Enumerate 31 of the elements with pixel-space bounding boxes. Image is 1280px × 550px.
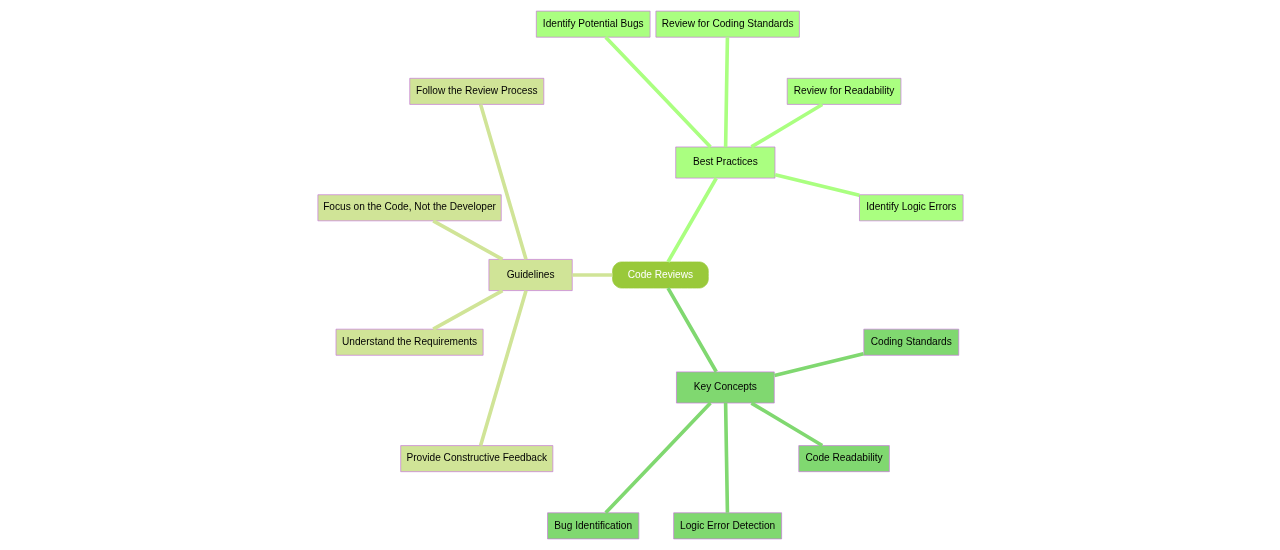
connector	[571, 273, 612, 277]
connector	[723, 403, 729, 513]
node-box: Coding Standards	[862, 328, 959, 356]
connector	[603, 36, 712, 149]
connector	[750, 401, 823, 448]
connector	[478, 103, 528, 260]
node-box: Best Practices	[674, 146, 775, 179]
connector	[431, 219, 503, 261]
node-box: Code Reviews	[611, 261, 709, 289]
node-box: Bug Identification	[546, 512, 639, 540]
connector	[749, 102, 823, 149]
node-box: Identify Potential Bugs	[535, 10, 650, 38]
connector	[478, 290, 528, 447]
connector	[773, 352, 864, 378]
node-box: Follow the Review Process	[408, 77, 544, 105]
node-box: Key Concepts	[675, 371, 775, 404]
node-box: Review for Coding Standards	[655, 10, 800, 38]
connector	[665, 287, 718, 373]
node-box: Focus on the Code, Not the Developer	[317, 194, 502, 222]
node-box: Guidelines	[488, 259, 573, 291]
connector	[603, 401, 712, 514]
node-box: Logic Error Detection	[672, 512, 782, 540]
connector	[431, 289, 503, 331]
node-box: Code Readability	[797, 445, 890, 473]
connector	[723, 37, 729, 147]
node-box: Review for Readability	[786, 77, 901, 105]
node-box: Provide Constructive Feedback	[399, 445, 553, 473]
connector	[665, 177, 718, 263]
connector	[774, 172, 860, 197]
node-box: Identify Logic Errors	[858, 194, 963, 222]
node-box: Understand the Requirements	[335, 328, 483, 356]
